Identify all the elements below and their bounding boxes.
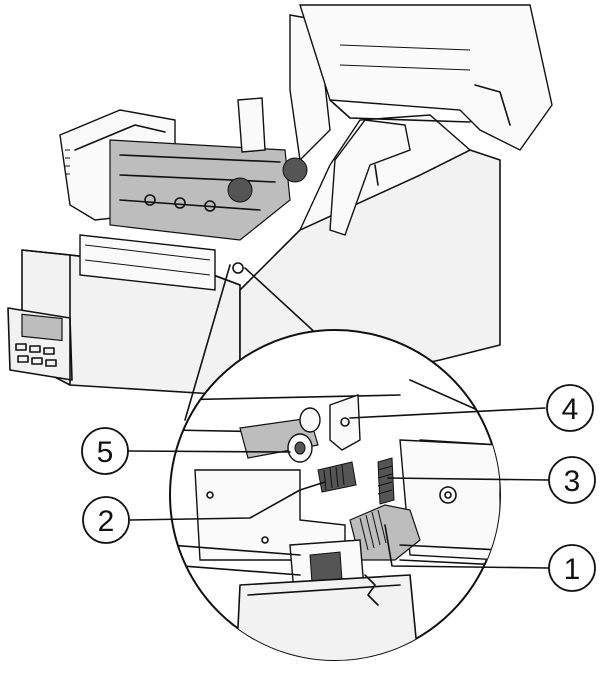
- callout-3: 3: [548, 456, 596, 504]
- printer-body: [7, 4, 553, 396]
- callout-1-circle: [548, 544, 596, 592]
- callout-1-label: 1: [564, 553, 581, 586]
- callout-2-circle: [82, 496, 130, 544]
- callout-5-circle: [81, 427, 129, 475]
- callout-leaders: [127, 407, 549, 569]
- callout-3-circle: [548, 456, 596, 504]
- callout-4-label: 4: [562, 393, 579, 426]
- callout-2-label: 2: [98, 505, 115, 538]
- callout-5-label: 5: [97, 436, 114, 469]
- callout-2: 2: [82, 496, 130, 544]
- callout-4: 4: [546, 384, 594, 432]
- callout-5: 5: [81, 427, 129, 475]
- callout-3-label: 3: [564, 465, 581, 498]
- callout-4-circle: [546, 384, 594, 432]
- callout-1: 1: [548, 544, 596, 592]
- magnified-detail: [169, 329, 501, 661]
